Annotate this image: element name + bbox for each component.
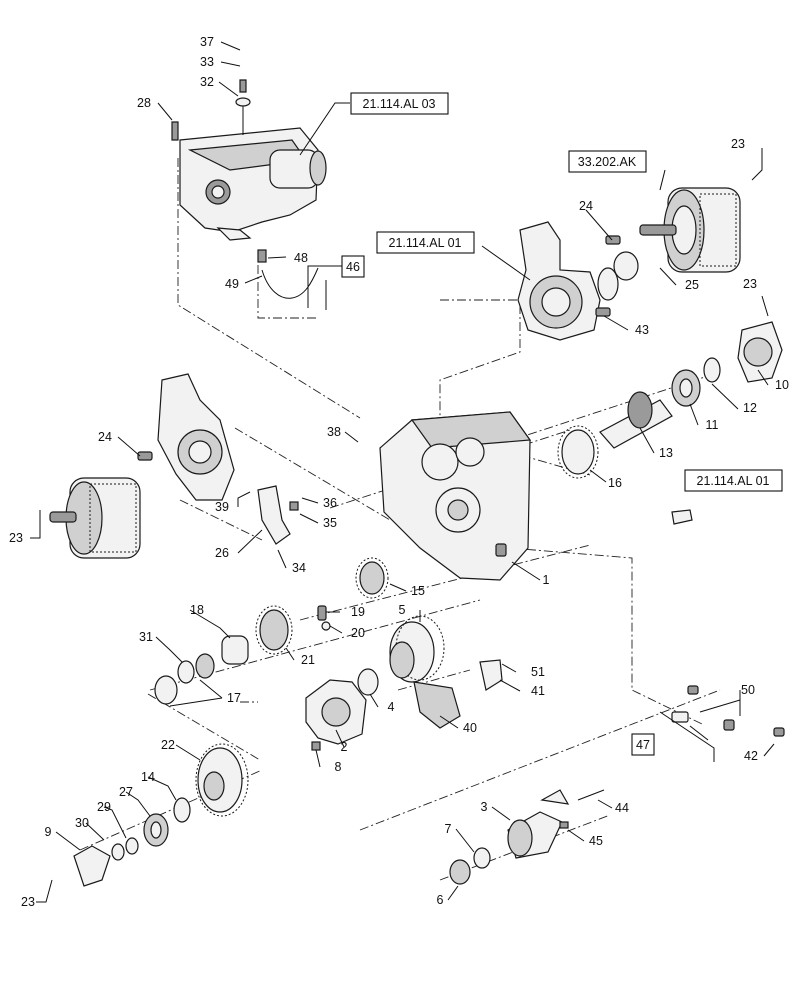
callout-35: 35 xyxy=(323,516,337,530)
fittings xyxy=(671,509,785,741)
shift-housing-assembly xyxy=(171,79,327,241)
callout-30: 30 xyxy=(75,816,89,830)
callout-29: 29 xyxy=(97,800,111,814)
svg-text:33.202.AK: 33.202.AK xyxy=(578,155,637,169)
callout-5: 5 xyxy=(399,603,406,617)
callout-39: 39 xyxy=(215,500,229,514)
motor-unit xyxy=(639,187,741,273)
callout-4: 4 xyxy=(388,700,395,714)
reference-box-21-114-al-01-right[interactable]: 21.114.AL 01 xyxy=(684,469,783,492)
left-motor-assembly xyxy=(49,373,235,559)
callout-3: 3 xyxy=(481,800,488,814)
svg-text:21.114.AL 03: 21.114.AL 03 xyxy=(363,97,436,111)
callout-24-top: 24 xyxy=(579,199,593,213)
callout-23-left: 23 xyxy=(9,531,23,545)
callout-14: 14 xyxy=(141,770,155,784)
callout-48: 48 xyxy=(294,251,308,265)
pto-housing xyxy=(517,221,639,341)
callout-19: 19 xyxy=(351,605,365,619)
callout-20: 20 xyxy=(351,626,365,640)
callout-2: 2 xyxy=(341,740,348,754)
callout-18: 18 xyxy=(190,603,204,617)
svg-text:21.114.AL 01: 21.114.AL 01 xyxy=(389,236,462,250)
callout-24-left: 24 xyxy=(98,430,112,444)
callout-37: 37 xyxy=(200,35,214,49)
callout-38: 38 xyxy=(327,425,341,439)
callout-12: 12 xyxy=(743,401,757,415)
svg-text:46: 46 xyxy=(346,260,360,274)
callout-33: 33 xyxy=(200,55,214,69)
callout-9: 9 xyxy=(45,825,52,839)
sleeve-assembly xyxy=(449,789,605,885)
callout-7: 7 xyxy=(445,822,452,836)
callout-43: 43 xyxy=(635,323,649,337)
callout-8: 8 xyxy=(335,760,342,774)
shift-fork xyxy=(257,485,299,545)
reference-box-33-202-ak[interactable]: 33.202.AK xyxy=(568,150,647,173)
callout-23-top-right: 23 xyxy=(731,137,745,151)
callout-labels: 37 33 32 28 48 49 23 24 25 43 23 10 12 1… xyxy=(9,35,789,909)
svg-text:21.114.AL 01: 21.114.AL 01 xyxy=(697,474,770,488)
callout-27: 27 xyxy=(119,785,133,799)
callout-31: 31 xyxy=(139,630,153,644)
lower-left-gears xyxy=(73,743,249,887)
callout-45: 45 xyxy=(589,834,603,848)
svg-text:47: 47 xyxy=(636,738,650,752)
callout-42: 42 xyxy=(744,749,758,763)
callout-26: 26 xyxy=(215,546,229,560)
callout-34: 34 xyxy=(292,561,306,575)
reference-box-21-114-al-03[interactable]: 21.114.AL 03 xyxy=(350,92,449,115)
callout-1: 1 xyxy=(543,573,550,587)
callout-16: 16 xyxy=(608,476,622,490)
callout-23-bottom-left: 23 xyxy=(21,895,35,909)
callout-11: 11 xyxy=(706,418,719,432)
callout-28: 28 xyxy=(137,96,151,110)
callout-25: 25 xyxy=(685,278,699,292)
leader-lines xyxy=(30,41,775,903)
cover-plate xyxy=(305,679,367,751)
kit-box-47[interactable]: 47 xyxy=(631,733,655,756)
callout-10: 10 xyxy=(775,378,789,392)
callout-40: 40 xyxy=(463,721,477,735)
callout-15: 15 xyxy=(411,584,425,598)
callout-44: 44 xyxy=(615,801,629,815)
callout-6: 6 xyxy=(437,893,444,907)
callout-23-right: 23 xyxy=(743,277,757,291)
hose-assembly xyxy=(257,249,319,299)
callout-49: 49 xyxy=(225,277,239,291)
callout-21: 21 xyxy=(301,653,315,667)
reference-box-21-114-al-01-top[interactable]: 21.114.AL 01 xyxy=(376,231,475,254)
kit-box-46[interactable]: 46 xyxy=(341,255,365,278)
shaft-bearings xyxy=(557,321,783,479)
callout-32: 32 xyxy=(200,75,214,89)
callout-13: 13 xyxy=(659,446,673,460)
callout-51: 51 xyxy=(531,665,545,679)
callout-22: 22 xyxy=(161,738,175,752)
callout-41: 41 xyxy=(531,684,545,698)
center-gears xyxy=(154,557,503,729)
callout-50: 50 xyxy=(741,683,755,697)
callout-36: 36 xyxy=(323,496,337,510)
callout-17: 17 xyxy=(227,691,241,705)
main-gearbox-case xyxy=(379,411,532,581)
